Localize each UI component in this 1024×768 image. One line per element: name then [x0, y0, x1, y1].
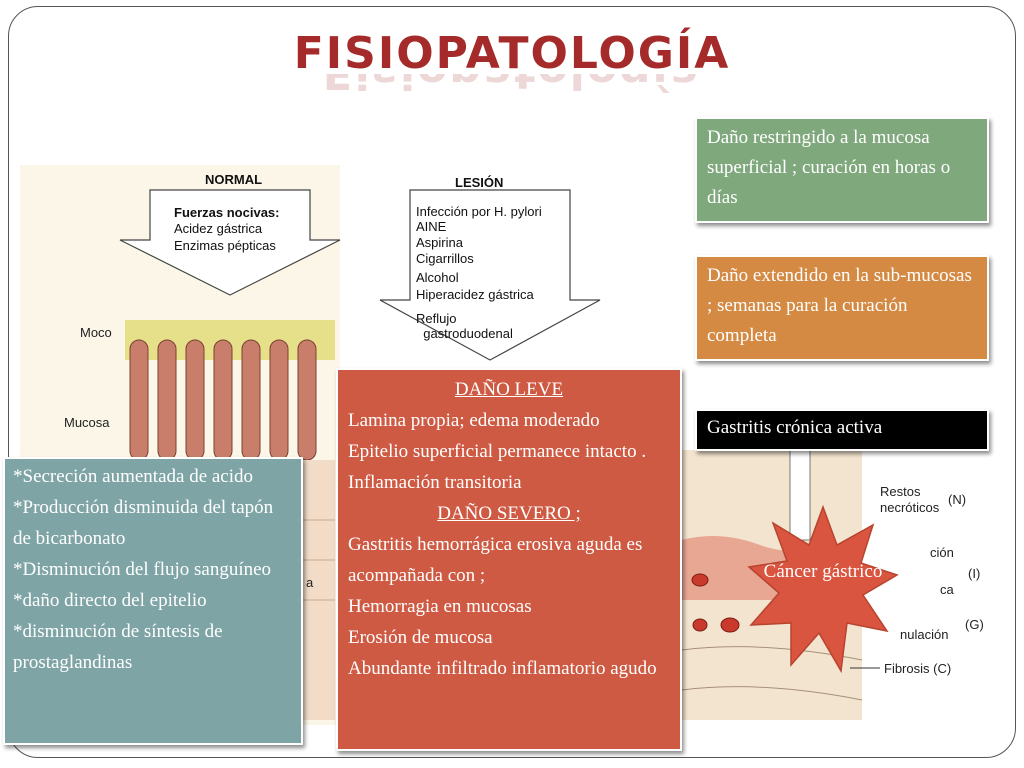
lesion-cause-7: Reflujo — [416, 311, 457, 326]
moco-label: Moco — [80, 325, 112, 340]
severe-damage-heading: DAÑO SEVERO ; — [437, 503, 581, 524]
fibrosis-label: Fibrosis (C) — [884, 661, 952, 676]
cause-item: *Disminución del flujo sanguíneo — [13, 559, 272, 580]
cause-item: *Producción disminuida del tapón de bica… — [13, 497, 274, 549]
cancer-label: Cáncer gástrico — [763, 561, 883, 582]
mucosa-label: Mucosa — [64, 415, 110, 430]
lesion-cause-3: Aspirina — [416, 235, 463, 250]
slide-title: Fisiopatología — [293, 28, 731, 79]
damage-severity-box: DAÑO LEVE Lamina propia; edema moderado … — [336, 368, 682, 751]
i-label: (I) — [968, 566, 981, 581]
cion-label: ción — [930, 545, 954, 560]
lesion-cause-2: AINE — [416, 219, 447, 234]
severe-line-3: Erosión de mucosa — [348, 627, 493, 648]
severe-line-4: Abundante infiltrado inflamatorio agudo — [348, 658, 657, 679]
small-a-label: a — [306, 575, 314, 590]
normal-force-1: Acidez gástrica — [174, 221, 263, 236]
extended-damage-box: Daño extendido en la sub-mucosas ; seman… — [695, 255, 989, 361]
cause-item: *Secreción aumentada de acido — [13, 466, 254, 487]
normal-header: NORMAL — [205, 172, 263, 187]
mild-line-1: Lamina propia; edema moderado — [348, 410, 600, 431]
necroticos-label: necróticos — [880, 500, 940, 515]
restos-label: Restos — [880, 484, 921, 499]
lesion-header: LESIÓN — [455, 175, 504, 190]
lesion-cause-6: Hiperacidez gástrica — [416, 287, 534, 302]
nulacion-label: nulación — [900, 627, 949, 642]
lesion-cause-8: gastroduodenal — [416, 326, 513, 341]
severe-line-1: Gastritis hemorrágica erosiva aguda es a… — [348, 534, 643, 586]
normal-force-2: Enzimas pépticas — [174, 238, 276, 253]
mild-line-3: Inflamación transitoria — [348, 472, 522, 493]
causes-box: *Secreción aumentada de acido *Producció… — [3, 457, 303, 745]
cancer-starburst — [747, 505, 899, 674]
mild-damage-box: Daño restringido a la mucosa superficial… — [695, 117, 989, 223]
mild-damage-heading: DAÑO LEVE — [454, 379, 564, 400]
mild-line-2: Epitelio superficial permanece intacto . — [348, 441, 647, 462]
ca-label: ca — [940, 582, 954, 597]
lesion-cause-1: Infección por H. pylori — [416, 204, 542, 219]
cause-item: *disminución de síntesis de prostaglandi… — [13, 621, 223, 673]
severe-line-2: Hemorragia en mucosas — [348, 596, 532, 617]
n-label: (N) — [948, 492, 967, 507]
cause-item: *daño directo del epitelio — [13, 590, 207, 611]
chronic-gastritis-box: Gastritis crónica activa — [695, 409, 989, 451]
lesion-cause-5: Alcohol — [416, 270, 459, 285]
lesion-cause-4: Cigarrillos — [416, 251, 474, 266]
g-label: (G) — [965, 617, 984, 632]
normal-forces-title: Fuerzas nocivas: — [174, 205, 280, 220]
